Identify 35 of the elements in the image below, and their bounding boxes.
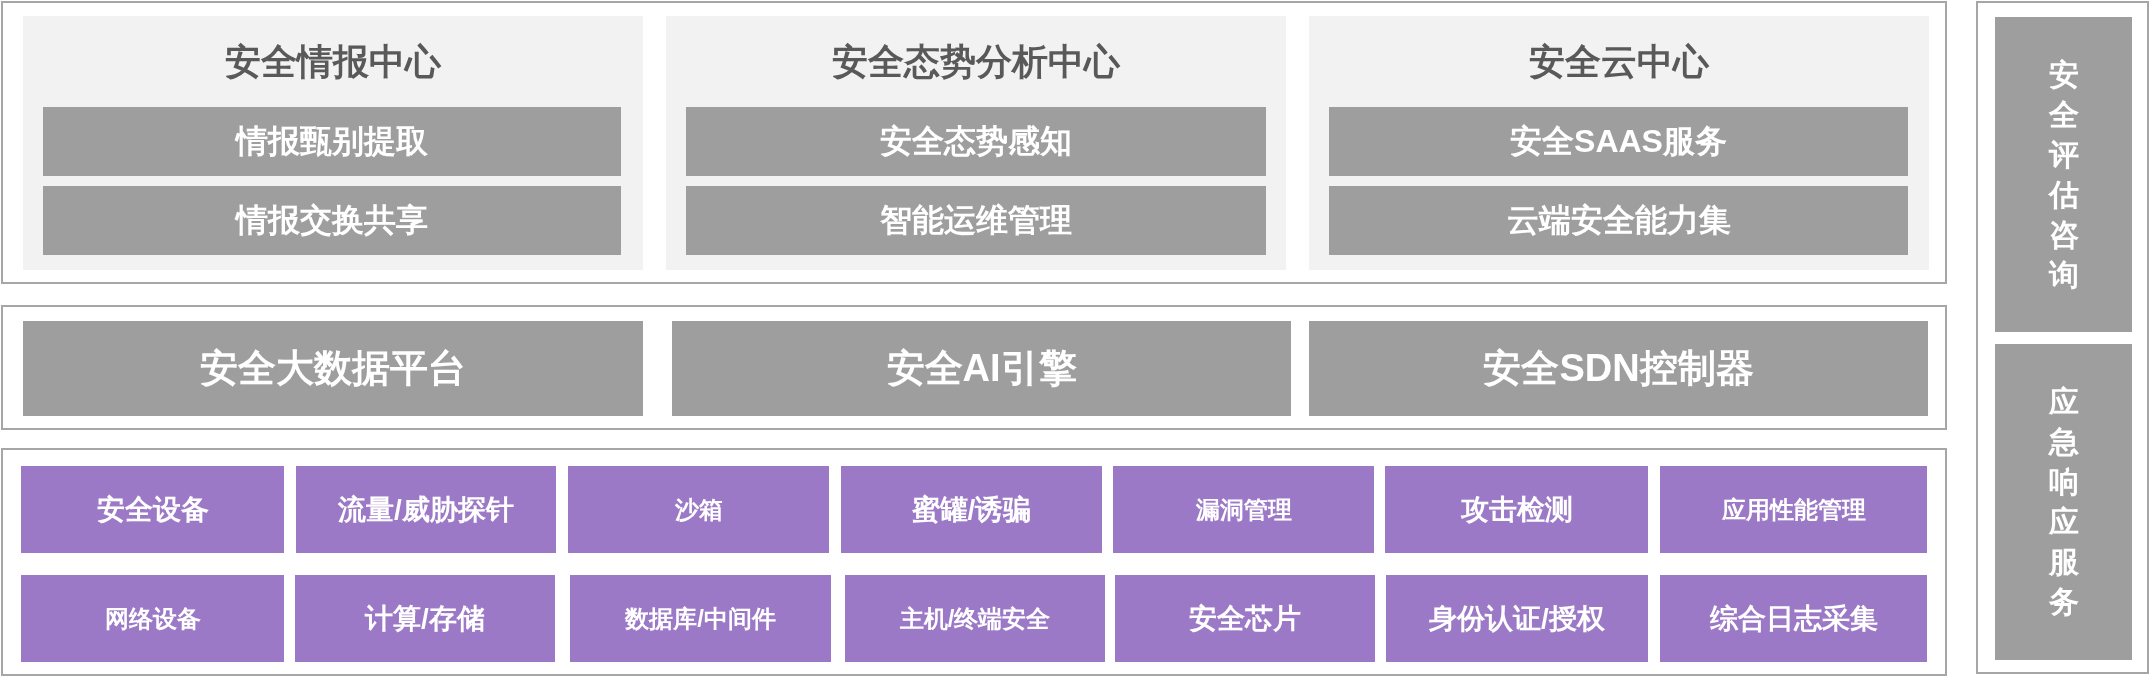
function-bar: 安全态势感知 bbox=[686, 107, 1266, 176]
service-bar: 安全评估咨询 bbox=[1995, 17, 2132, 332]
component-tile: 安全设备 bbox=[21, 466, 284, 553]
component-tile: 应用性能管理 bbox=[1660, 466, 1927, 553]
service-bar: 应急响应服务 bbox=[1995, 344, 2132, 660]
panel-heading: 安全情报中心 bbox=[225, 40, 441, 84]
function-bar: 安全SAAS服务 bbox=[1329, 107, 1908, 176]
panel-heading: 安全云中心 bbox=[1529, 40, 1709, 84]
layer-frame bbox=[1, 1, 1947, 284]
component-tile: 计算/存储 bbox=[295, 575, 555, 662]
component-tile: 漏洞管理 bbox=[1113, 466, 1374, 553]
component-tile: 安全芯片 bbox=[1115, 575, 1375, 662]
layer-frame bbox=[1, 305, 1947, 430]
component-tile: 数据库/中间件 bbox=[570, 575, 831, 662]
component-tile: 流量/威胁探针 bbox=[296, 466, 556, 553]
function-bar: 云端安全能力集 bbox=[1329, 186, 1908, 255]
component-tile: 身份认证/授权 bbox=[1386, 575, 1648, 662]
center-panel bbox=[1309, 16, 1929, 270]
component-tile: 综合日志采集 bbox=[1660, 575, 1927, 662]
layer-frame bbox=[1976, 1, 2149, 674]
panel-heading: 安全态势分析中心 bbox=[832, 40, 1120, 84]
component-tile: 主机/终端安全 bbox=[845, 575, 1105, 662]
platform-bar: 安全SDN控制器 bbox=[1309, 321, 1928, 416]
component-tile: 攻击检测 bbox=[1385, 466, 1648, 553]
function-bar: 情报交换共享 bbox=[43, 186, 621, 255]
function-bar: 情报甄别提取 bbox=[43, 107, 621, 176]
layer-frame bbox=[1, 448, 1947, 676]
platform-bar: 安全大数据平台 bbox=[23, 321, 643, 416]
center-panel bbox=[23, 16, 643, 270]
component-tile: 蜜罐/诱骗 bbox=[841, 466, 1102, 553]
center-panel bbox=[666, 16, 1286, 270]
component-tile: 网络设备 bbox=[21, 575, 284, 662]
platform-bar: 安全AI引擎 bbox=[672, 321, 1291, 416]
component-tile: 沙箱 bbox=[568, 466, 829, 553]
function-bar: 智能运维管理 bbox=[686, 186, 1266, 255]
